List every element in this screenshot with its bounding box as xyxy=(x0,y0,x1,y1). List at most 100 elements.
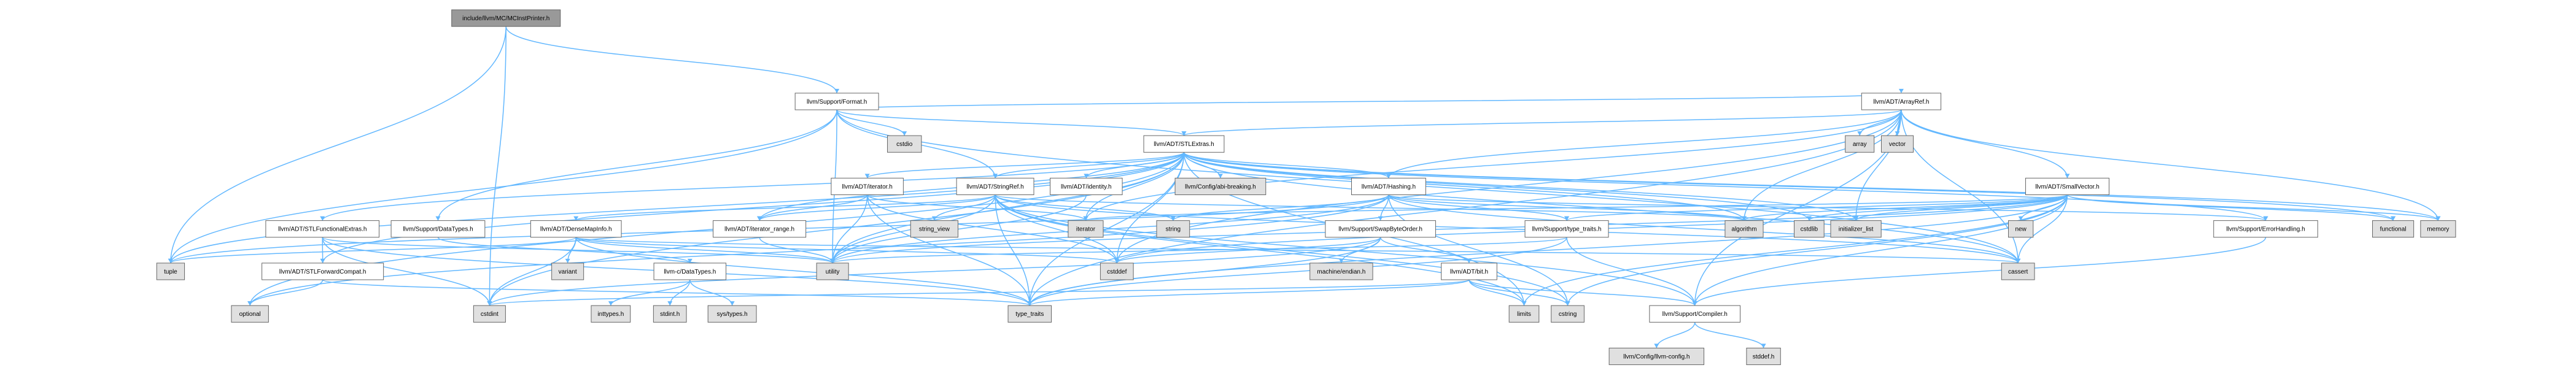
node-type_traits: type_traits xyxy=(1007,305,1052,323)
node-box xyxy=(1143,135,1225,153)
node-datatypes[interactable]: llvm/Support/DataTypes.h xyxy=(390,220,486,238)
edge-arrowhead-stlextras-to-iterator_h xyxy=(864,174,870,179)
graph-nodes: include/llvm/MC/MCInstPrinter.h llvm/Supp… xyxy=(156,9,2456,366)
node-label: stdint.h xyxy=(660,311,680,318)
node-box xyxy=(591,305,631,323)
node-box xyxy=(2372,220,2415,238)
node-stlextras[interactable]: llvm/ADT/STLExtras.h xyxy=(1143,135,1225,153)
node-box xyxy=(707,305,757,323)
node-variant: variant xyxy=(551,263,584,280)
node-label: llvm/Config/abi-breaking.h xyxy=(1185,183,1256,190)
node-stringref[interactable]: llvm/ADT/StringRef.h xyxy=(956,177,1034,196)
node-box xyxy=(653,305,687,323)
node-limits: limits xyxy=(1508,305,1540,323)
edge-iterator_h-to-type_traits xyxy=(866,194,1031,306)
node-memory: memory xyxy=(2420,220,2456,238)
node-box xyxy=(1861,93,1942,110)
edge-arrowhead-typetraits_h-to-utility xyxy=(830,258,836,263)
node-stlforwardcompat[interactable]: llvm/ADT/STLForwardCompat.h xyxy=(262,263,384,280)
node-new: new xyxy=(2008,220,2034,238)
node-label: llvm/ADT/Hashing.h xyxy=(1362,183,1416,190)
edge-smallvector-to-cassert xyxy=(2017,194,2068,263)
node-box xyxy=(816,263,849,280)
node-string_view: string_view xyxy=(910,220,958,238)
edge-arrowhead-format-to-cstdio xyxy=(902,131,907,136)
node-label: utility xyxy=(826,269,840,275)
node-box xyxy=(1551,305,1585,323)
node-smallvector[interactable]: llvm/ADT/SmallVector.h xyxy=(2025,177,2109,196)
edge-swapbyteorder-to-cstddef xyxy=(1116,237,1381,264)
node-root[interactable]: include/llvm/MC/MCInstPrinter.h xyxy=(451,9,561,27)
node-arrayref[interactable]: llvm/ADT/ArrayRef.h xyxy=(1861,93,1942,110)
edge-typetraits_h-to-type_traits xyxy=(1029,237,1567,306)
node-compiler[interactable]: llvm/Support/Compiler.h xyxy=(1649,305,1741,323)
node-label: llvm/ADT/iterator_range.h xyxy=(724,226,794,233)
node-box xyxy=(1508,305,1540,323)
node-label: llvm/ADT/SmallVector.h xyxy=(2035,183,2099,190)
node-box xyxy=(1524,220,1609,238)
node-errorhandling[interactable]: llvm/Support/ErrorHandling.h xyxy=(2213,220,2318,238)
node-functional: functional xyxy=(2372,220,2415,238)
edge-iterator_h-to-iterator_range xyxy=(759,194,868,221)
edge-root-to-cstdint xyxy=(489,26,506,306)
edge-arrowhead-smallvector-to-functional xyxy=(2391,216,2396,221)
edge-arrowhead-densemapinfo-to-cassert xyxy=(2015,258,2021,263)
node-stlfunctional[interactable]: llvm/ADT/STLFunctionalExtras.h xyxy=(265,220,380,238)
edge-stlextras-to-stlfunctional xyxy=(322,152,1185,221)
node-box xyxy=(265,220,380,238)
node-iterator_h[interactable]: llvm/ADT/iterator.h xyxy=(831,177,904,196)
node-abibreaking: llvm/Config/abi-breaking.h xyxy=(1174,177,1267,196)
node-systypes: sys/types.h xyxy=(707,305,757,323)
node-densemapinfo[interactable]: llvm/ADT/DenseMapInfo.h xyxy=(530,220,622,238)
node-identity[interactable]: llvm/ADT/identity.h xyxy=(1050,177,1123,196)
edge-arrowhead-smallvector-to-typetraits_h xyxy=(1564,216,1570,221)
edge-arrowhead-stringref-to-string_view xyxy=(931,216,937,221)
edge-datatypes-to-c_datatypes xyxy=(437,237,691,264)
edge-format-to-arrayref xyxy=(836,93,1902,110)
node-llvmconfig: llvm/Config/llvm-config.h xyxy=(1608,347,1705,366)
node-algorithm: algorithm xyxy=(1724,220,1764,238)
node-box xyxy=(1100,263,1134,280)
edge-arrayref-to-stlextras xyxy=(1183,109,1902,136)
node-label: llvm/Support/DataTypes.h xyxy=(403,226,473,233)
node-label: tuple xyxy=(164,269,177,275)
node-typetraits_h[interactable]: llvm/Support/type_traits.h xyxy=(1524,220,1609,238)
edge-hashing-to-cassert xyxy=(1388,194,2019,264)
node-box xyxy=(1156,220,1190,238)
edge-smallvector-to-iterator xyxy=(1085,194,2068,221)
edge-arrowhead-smallvector-to-memory xyxy=(2435,216,2441,221)
node-label: include/llvm/MC/MCInstPrinter.h xyxy=(462,15,549,22)
node-box xyxy=(2025,177,2109,196)
edge-arrayref-to-memory xyxy=(1901,110,2439,221)
edge-arrowhead-c_datatypes-to-systypes xyxy=(729,301,735,306)
node-box xyxy=(1830,220,1882,238)
node-label: inttypes.h xyxy=(597,311,624,318)
node-box xyxy=(1007,305,1052,323)
node-hashing[interactable]: llvm/ADT/Hashing.h xyxy=(1351,177,1426,196)
node-box xyxy=(1441,263,1497,280)
edge-arrowhead-hashing-to-errorhandling xyxy=(2263,216,2268,221)
node-label: llvm/Config/llvm-config.h xyxy=(1623,353,1690,360)
edge-arrayref-to-hashing xyxy=(1388,109,1902,179)
node-label: llvm/ADT/identity.h xyxy=(1061,183,1112,190)
edge-smallvector-to-compiler xyxy=(1694,194,2068,306)
edge-arrowhead-bit-to-cstring xyxy=(1565,301,1570,306)
edge-arrowhead-smallvector-to-new xyxy=(2018,216,2023,221)
node-inttypes: inttypes.h xyxy=(591,305,631,323)
node-label: limits xyxy=(1517,311,1531,318)
edge-arrowhead-swapbyteorder-to-bit xyxy=(1466,258,1472,263)
node-label: vector xyxy=(1889,141,1906,148)
node-utility: utility xyxy=(816,263,849,280)
edge-smallvector-to-utility xyxy=(832,194,2068,264)
node-iterator_range[interactable]: llvm/ADT/iterator_range.h xyxy=(713,220,807,238)
node-box xyxy=(1174,177,1267,196)
node-format[interactable]: llvm/Support/Format.h xyxy=(794,93,879,110)
node-bit[interactable]: llvm/ADT/bit.h xyxy=(1441,263,1497,280)
node-swapbyteorder[interactable]: llvm/Support/SwapByteOrder.h xyxy=(1325,220,1436,238)
node-label: type_traits xyxy=(1015,311,1044,318)
node-label: string xyxy=(1166,226,1181,233)
node-box xyxy=(910,220,958,238)
edge-smallvector-to-typetraits_h xyxy=(1566,194,2068,221)
node-c_datatypes[interactable]: llvm-c/DataTypes.h xyxy=(653,263,727,280)
node-label: llvm/ADT/iterator.h xyxy=(842,183,893,190)
